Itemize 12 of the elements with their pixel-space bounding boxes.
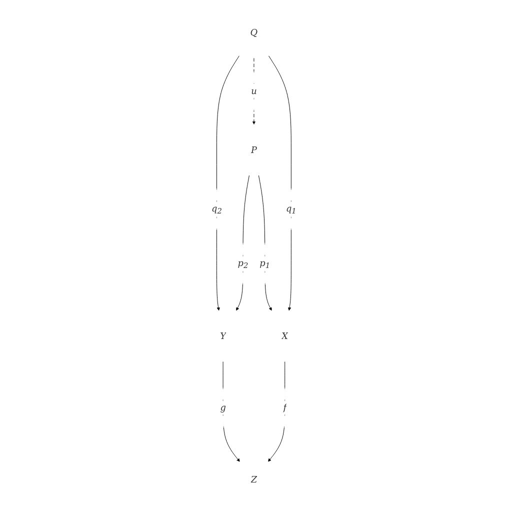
edge-label: p$_{2}$ (238, 258, 248, 270)
node-text: Q (250, 27, 258, 38)
edge-label: p$_{1}$ (260, 258, 270, 270)
edge-label: f (283, 402, 286, 413)
node-text: X (282, 330, 288, 342)
node-text: P (250, 144, 257, 156)
edge-label: q$_{2}$ (211, 203, 222, 216)
node-text: Y (220, 330, 226, 342)
edge-label: g (220, 402, 226, 413)
edge-label: u (251, 86, 257, 96)
edge-label: q$_{1}$ (286, 203, 296, 216)
node-text: Z (250, 474, 257, 485)
